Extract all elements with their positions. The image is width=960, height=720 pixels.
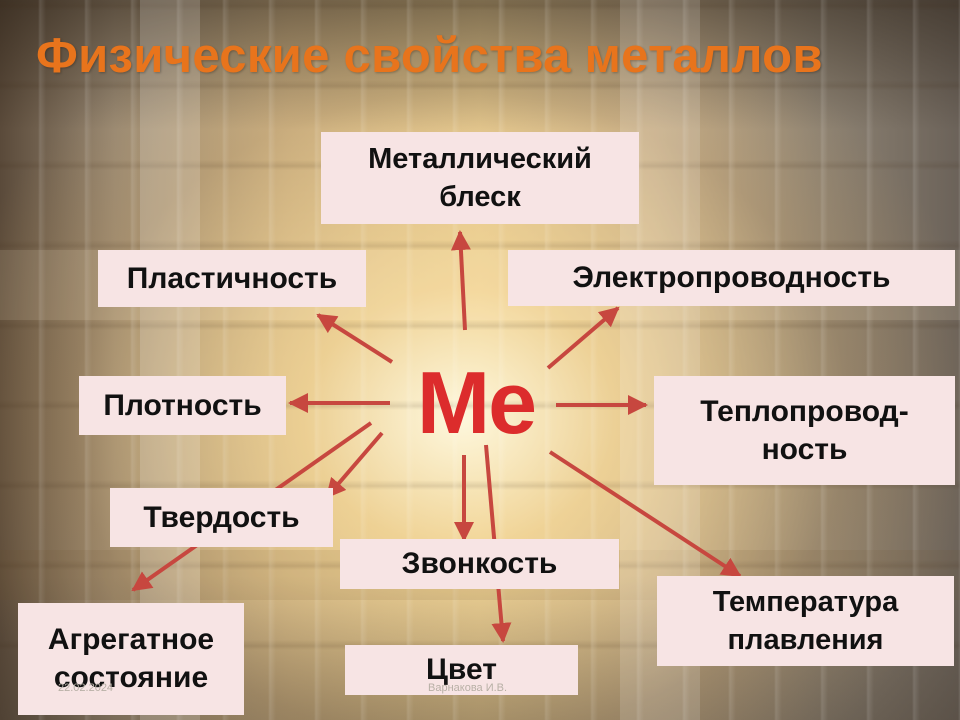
box-density: Плотность — [79, 376, 286, 435]
box-state: Агрегатное состояние — [18, 603, 244, 715]
box-luster: Металлический блеск — [321, 132, 639, 224]
arrow-to-conductivity — [546, 306, 620, 370]
footer-author: Варнакова И.В. — [428, 682, 508, 694]
arrow-to-hardness — [325, 431, 384, 499]
footer-date: 22.02.2024 — [58, 682, 114, 694]
arrow-to-luster — [450, 230, 471, 331]
box-hardness: Твердость — [110, 488, 333, 547]
arrow-to-plasticity — [316, 313, 394, 364]
box-plasticity: Пластичность — [98, 250, 366, 307]
slide-title: Физические свойства металлов — [36, 29, 823, 83]
box-melting: Температура плавления — [657, 576, 954, 666]
center-symbol: Ме — [416, 353, 537, 452]
box-sonority: Звонкость — [340, 539, 619, 589]
box-heat: Теплопровод-ность — [654, 376, 955, 485]
box-conductivity: Электропроводность — [508, 250, 955, 306]
arrow-to-melting — [548, 450, 742, 578]
box-color: Цвет — [345, 645, 578, 695]
